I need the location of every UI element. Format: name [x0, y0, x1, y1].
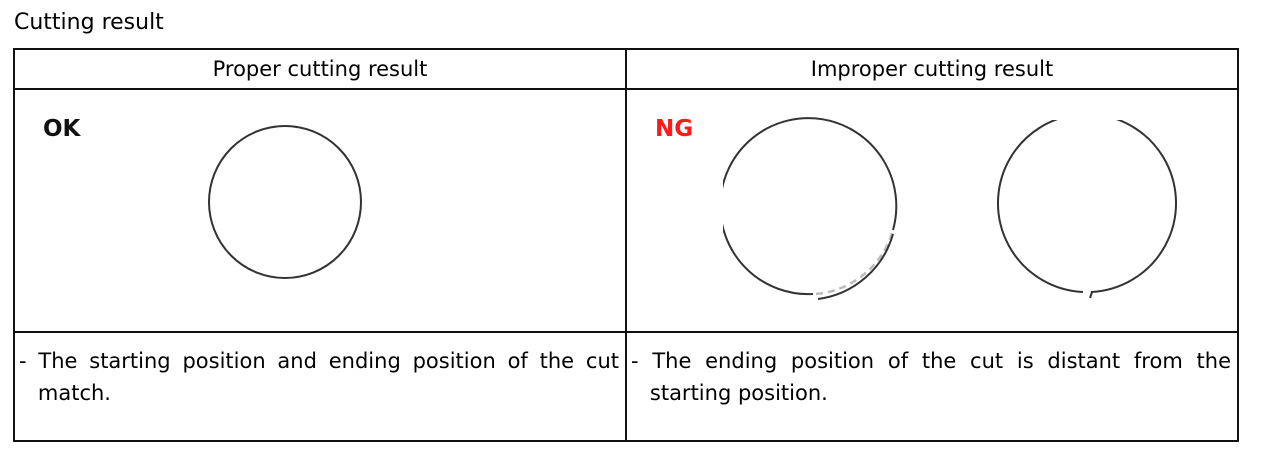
- header-improper: Improper cutting result: [625, 48, 1239, 90]
- improper-description: - The ending position of the cut is dist…: [631, 349, 1231, 405]
- page-title: Cutting result: [14, 10, 164, 35]
- overcut-circle-icon: [723, 117, 898, 300]
- image-row: OK NG: [13, 88, 1239, 333]
- gap-circle-icon: [997, 120, 1177, 299]
- ok-label: OK: [43, 116, 81, 142]
- improper-image-cell: NG: [625, 88, 1239, 333]
- improper-description-cell: - The ending position of the cut is dist…: [625, 331, 1239, 442]
- proper-description-cell: - The starting position and ending posit…: [13, 331, 627, 442]
- header-proper: Proper cutting result: [13, 48, 627, 90]
- ng-label: NG: [655, 116, 694, 142]
- proper-description: - The starting position and ending posit…: [19, 349, 619, 405]
- table-header-row: Proper cutting result Improper cutting r…: [13, 48, 1239, 90]
- cutting-result-table: Proper cutting result Improper cutting r…: [13, 48, 1239, 442]
- description-row: - The starting position and ending posit…: [13, 331, 1239, 442]
- closed-circle-cut-icon: [208, 125, 362, 279]
- proper-image-cell: OK: [13, 88, 627, 333]
